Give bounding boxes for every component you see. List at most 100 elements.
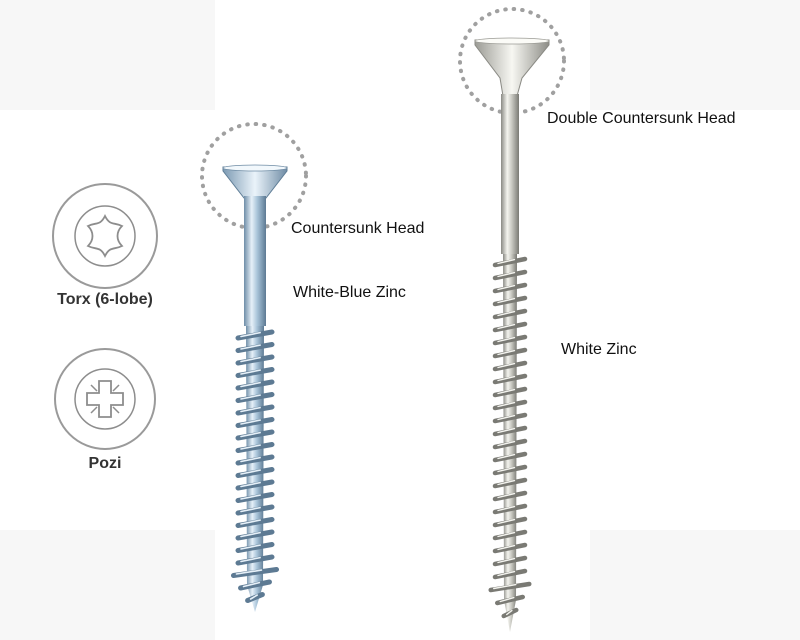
thread-ridge bbox=[235, 554, 275, 566]
thread-highlight bbox=[497, 401, 516, 408]
torx-label: Torx (6-lobe) bbox=[57, 291, 153, 308]
thread-highlight bbox=[497, 505, 516, 512]
thread-highlight bbox=[497, 453, 516, 460]
thread-highlight bbox=[497, 531, 516, 538]
thread-ridge bbox=[235, 467, 275, 478]
thread-highlight bbox=[242, 581, 261, 588]
thread-highlight bbox=[497, 284, 516, 291]
thread-ridge bbox=[492, 529, 528, 541]
thread-ridge bbox=[495, 594, 525, 606]
thread-highlight bbox=[497, 414, 516, 421]
thread-highlight bbox=[240, 356, 261, 363]
head-highlight-circle bbox=[200, 122, 308, 230]
thread-ridge bbox=[235, 354, 275, 366]
thread-highlight bbox=[497, 258, 516, 265]
thread-ridge bbox=[501, 607, 519, 619]
thread-highlight bbox=[240, 406, 261, 413]
thread-highlight bbox=[497, 310, 516, 317]
thread-highlight bbox=[240, 444, 261, 450]
thread-ridge bbox=[492, 282, 528, 294]
thread-highlight bbox=[240, 431, 261, 438]
thread-ridge bbox=[235, 429, 275, 441]
thread-ridge bbox=[492, 269, 528, 281]
thread-ridge bbox=[235, 479, 275, 491]
thread-ridge bbox=[492, 542, 528, 554]
thread-highlight bbox=[240, 556, 261, 563]
torx-icon bbox=[52, 183, 158, 289]
thread-highlight bbox=[497, 544, 516, 551]
thread-ridge bbox=[235, 367, 275, 378]
thread-ridge bbox=[492, 412, 528, 424]
pozi-label: Pozi bbox=[88, 455, 122, 472]
thread-highlight bbox=[497, 388, 516, 395]
thread-highlight bbox=[497, 271, 516, 278]
white-blue-zinc-label: White-Blue Zinc bbox=[293, 284, 406, 301]
thread-highlight bbox=[497, 518, 516, 525]
thread-ridge bbox=[492, 451, 528, 463]
thread-ridge bbox=[235, 417, 275, 428]
thread-ridge bbox=[492, 399, 528, 411]
thread-highlight bbox=[493, 583, 517, 590]
thread-ridge bbox=[492, 321, 528, 333]
thread-highlight bbox=[240, 381, 261, 388]
thread-ridge bbox=[492, 477, 528, 489]
thread-ridge bbox=[492, 490, 528, 502]
thread-highlight bbox=[240, 494, 261, 500]
countersunk-screw bbox=[200, 122, 308, 612]
thread-highlight bbox=[497, 492, 516, 499]
thread-ridge bbox=[235, 517, 275, 528]
thread-ridge bbox=[492, 295, 528, 307]
thread-ridge bbox=[492, 334, 528, 346]
background-panel bbox=[0, 0, 215, 110]
background-panel bbox=[0, 530, 215, 640]
thread-highlight bbox=[240, 481, 261, 488]
thread-highlight bbox=[497, 427, 516, 434]
white-zinc-label: White Zinc bbox=[561, 341, 637, 358]
thread-ridge bbox=[492, 347, 528, 359]
thread-ridge bbox=[492, 503, 528, 515]
background-panel bbox=[590, 0, 800, 110]
thread-highlight bbox=[499, 596, 515, 603]
thread-ridge bbox=[492, 308, 528, 320]
thread-ridge bbox=[235, 329, 275, 341]
thread-highlight bbox=[497, 297, 516, 304]
thread-ridge bbox=[230, 567, 280, 578]
thread-ridge bbox=[235, 504, 275, 516]
thread-highlight bbox=[497, 349, 516, 356]
thread-ridge bbox=[492, 568, 528, 580]
thread-highlight bbox=[497, 570, 516, 577]
thread-highlight bbox=[497, 323, 516, 330]
thread-ridge bbox=[235, 529, 275, 541]
thread-ridge bbox=[492, 386, 528, 398]
thread-highlight bbox=[235, 569, 263, 575]
thread-highlight bbox=[240, 469, 261, 475]
thread-highlight bbox=[497, 479, 516, 486]
thread-ridge bbox=[492, 438, 528, 450]
thread-ridge bbox=[492, 256, 528, 268]
thread-highlight bbox=[497, 375, 516, 382]
thread-ridge bbox=[492, 516, 528, 528]
thread-highlight bbox=[240, 544, 261, 550]
thread-ridge bbox=[492, 425, 528, 437]
thread-highlight bbox=[240, 456, 261, 463]
thread-highlight bbox=[497, 362, 516, 369]
thread-ridge bbox=[235, 392, 275, 403]
double-countersunk-head-label: Double Countersunk Head bbox=[547, 110, 736, 127]
thread-ridge bbox=[235, 404, 275, 416]
thread-ridge bbox=[235, 442, 275, 453]
thread-highlight bbox=[497, 336, 516, 343]
thread-ridge bbox=[488, 581, 532, 593]
thread-ridge bbox=[235, 454, 275, 466]
thread-highlight bbox=[240, 531, 261, 538]
thread-ridge bbox=[492, 464, 528, 476]
thread-highlight bbox=[240, 506, 261, 513]
thread-ridge bbox=[235, 379, 275, 391]
thread-ridge bbox=[492, 555, 528, 567]
thread-ridge bbox=[235, 542, 275, 553]
thread-highlight bbox=[240, 394, 261, 400]
thread-ridge bbox=[245, 592, 265, 603]
thread-highlight bbox=[497, 466, 516, 473]
thread-highlight bbox=[240, 519, 261, 525]
thread-highlight bbox=[249, 594, 259, 600]
